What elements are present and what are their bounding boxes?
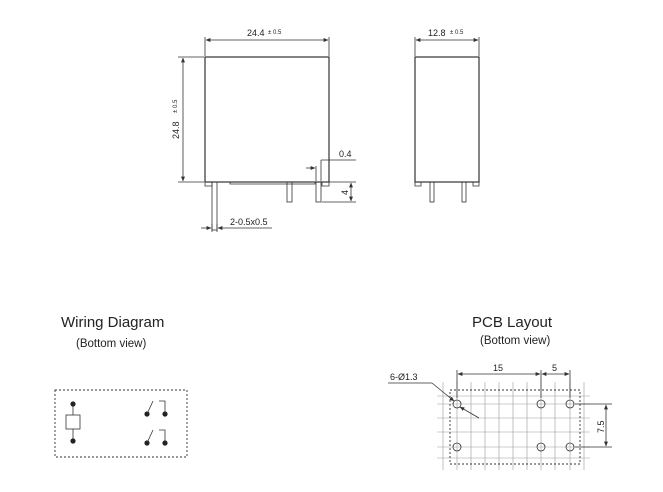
side-pin-right <box>461 181 467 203</box>
relay-body-side <box>414 56 480 183</box>
pin-size-label: 2-0.5x0.5 <box>230 217 268 227</box>
pin-right <box>315 181 322 203</box>
pcb-grid <box>437 382 590 470</box>
pin-mid <box>286 181 293 203</box>
pcb-layout: PCB Layout (Bottom view) 15 5 7.5 <box>388 314 612 470</box>
pcb-holes <box>452 399 575 452</box>
wiring-subtitle: (Bottom view) <box>76 338 146 350</box>
contact-symbol <box>144 400 168 446</box>
side-view: 12.8 ± 0.5 <box>414 28 480 203</box>
pcb-title: PCB Layout <box>472 314 553 331</box>
relay-body-front <box>204 56 330 183</box>
pin-length-label: 4 <box>340 190 350 195</box>
width-tolerance: ± 0.5 <box>268 30 282 36</box>
depth-tolerance: ± 0.5 <box>450 30 464 36</box>
pcb-holes-label: 6-Ø1.3 <box>390 372 418 382</box>
pin-left <box>211 181 218 231</box>
height-tolerance: ± 0.5 <box>173 99 179 113</box>
wiring-border <box>54 389 188 458</box>
wiring-diagram: Wiring Diagram (Bottom view) <box>54 314 188 458</box>
front-view: 24.4 ± 0.5 24.8 ± 0.5 0.4 4 2-0.5x0.5 <box>171 28 356 232</box>
coil-symbol <box>65 401 81 444</box>
height-label: 24.8 <box>171 121 181 139</box>
width-label: 24.4 <box>247 28 265 38</box>
pcb-spacing-b: 5 <box>552 363 557 373</box>
pcb-subtitle: (Bottom view) <box>480 335 550 347</box>
pin-thickness-label: 0.4 <box>339 149 352 159</box>
pcb-spacing-c: 7.5 <box>596 420 606 433</box>
side-pin-left <box>429 181 435 203</box>
wiring-title: Wiring Diagram <box>61 314 164 331</box>
pcb-outline <box>449 389 581 465</box>
depth-label: 12.8 <box>428 28 446 38</box>
pcb-spacing-a: 15 <box>493 363 503 373</box>
